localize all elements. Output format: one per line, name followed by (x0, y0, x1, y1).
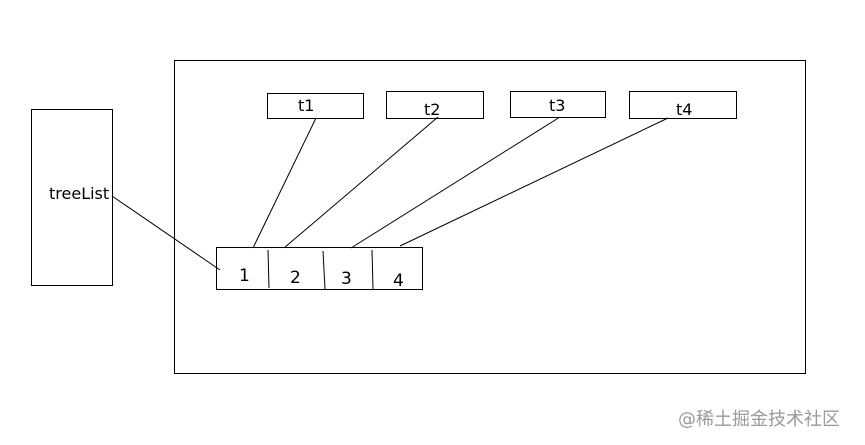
connector-t1-to-tab1 (252, 117, 317, 249)
tab-2-label: 2 (290, 268, 301, 288)
watermark-text: @稀土掘金技术社区 (678, 409, 840, 430)
connector-t2-to-tab2 (283, 116, 439, 249)
connector-t4-to-tab4 (399, 117, 669, 247)
tree-list-box (31, 109, 113, 286)
panel-t1-box (267, 93, 364, 119)
panel-t2-box (386, 91, 484, 119)
panel-t4-box (629, 91, 737, 119)
panel-t2-label: t2 (424, 100, 440, 119)
connector-t3-to-tab3 (350, 116, 561, 249)
tab-3-label: 3 (341, 269, 352, 289)
panel-t4-label: t4 (676, 100, 692, 119)
tab-strip-box (216, 247, 423, 290)
panel-t2: t2 (386, 91, 484, 119)
tab-4-label: 4 (393, 271, 404, 291)
panel-t3: t3 (510, 91, 606, 118)
panel-t1-label: t1 (298, 96, 314, 115)
tree-list-panel: treeList (31, 109, 113, 286)
connector-treelist-to-tabs (111, 195, 221, 271)
panel-t3-label: t3 (549, 96, 565, 115)
panel-t1: t1 (267, 93, 364, 119)
tab-divider-3 (371, 249, 374, 290)
panel-t3-box (510, 91, 606, 118)
tab-divider-1 (267, 249, 270, 289)
tab-strip: 1 2 3 4 (216, 247, 423, 291)
panel-t4: t4 (629, 91, 737, 119)
tab-1-label: 1 (239, 266, 250, 286)
tab-divider-2 (322, 250, 326, 290)
tree-list-label: treeList (49, 184, 109, 203)
